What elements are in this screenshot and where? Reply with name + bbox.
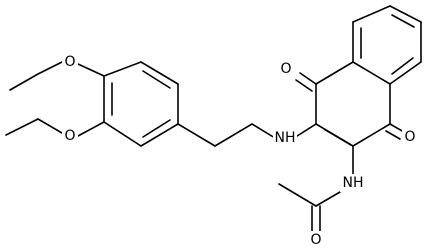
bond bbox=[389, 61, 422, 85]
bond bbox=[315, 191, 341, 207]
amide-nh: NH bbox=[340, 174, 366, 192]
bond bbox=[352, 123, 391, 147]
amine-nh: NH bbox=[273, 129, 297, 147]
bond bbox=[177, 123, 216, 147]
quinone-oxygen-right: O bbox=[402, 128, 418, 146]
bond bbox=[9, 73, 39, 91]
carbonyl-oxygen: O bbox=[308, 231, 324, 249]
bond bbox=[140, 123, 179, 147]
bonds bbox=[5, 5, 422, 233]
bond bbox=[389, 5, 422, 23]
bond bbox=[391, 14, 415, 28]
atom-labels: O O NH NH O O O bbox=[62, 53, 418, 249]
bond bbox=[293, 123, 317, 139]
bond bbox=[352, 61, 391, 85]
bond bbox=[37, 61, 63, 75]
atom-label: NH bbox=[275, 130, 296, 146]
bond bbox=[352, 5, 391, 23]
ethoxy-oxygen-bottom: O bbox=[62, 127, 78, 145]
bond bbox=[103, 121, 142, 147]
bond bbox=[323, 128, 352, 146]
bond bbox=[140, 61, 179, 85]
atom-label: O bbox=[64, 128, 75, 144]
ethoxy-oxygen-top: O bbox=[62, 53, 78, 71]
bond bbox=[251, 123, 276, 139]
atom-label: O bbox=[310, 232, 321, 248]
bond bbox=[385, 130, 401, 140]
bond bbox=[391, 57, 414, 75]
bond bbox=[389, 123, 405, 133]
bond bbox=[103, 61, 142, 77]
bond bbox=[77, 63, 105, 77]
bond bbox=[142, 119, 171, 138]
atom-label: O bbox=[280, 61, 291, 77]
bond bbox=[278, 183, 317, 207]
bond bbox=[214, 123, 253, 147]
bond bbox=[77, 121, 105, 137]
bond bbox=[299, 72, 317, 85]
bond bbox=[142, 70, 171, 89]
bond bbox=[315, 61, 354, 85]
quinone-oxygen-top: O bbox=[278, 60, 294, 78]
bond bbox=[5, 118, 39, 136]
atom-label: NH bbox=[343, 175, 364, 191]
bond bbox=[37, 118, 63, 134]
bond bbox=[295, 79, 313, 92]
atom-label: O bbox=[404, 129, 415, 145]
atom-label: O bbox=[64, 54, 75, 70]
